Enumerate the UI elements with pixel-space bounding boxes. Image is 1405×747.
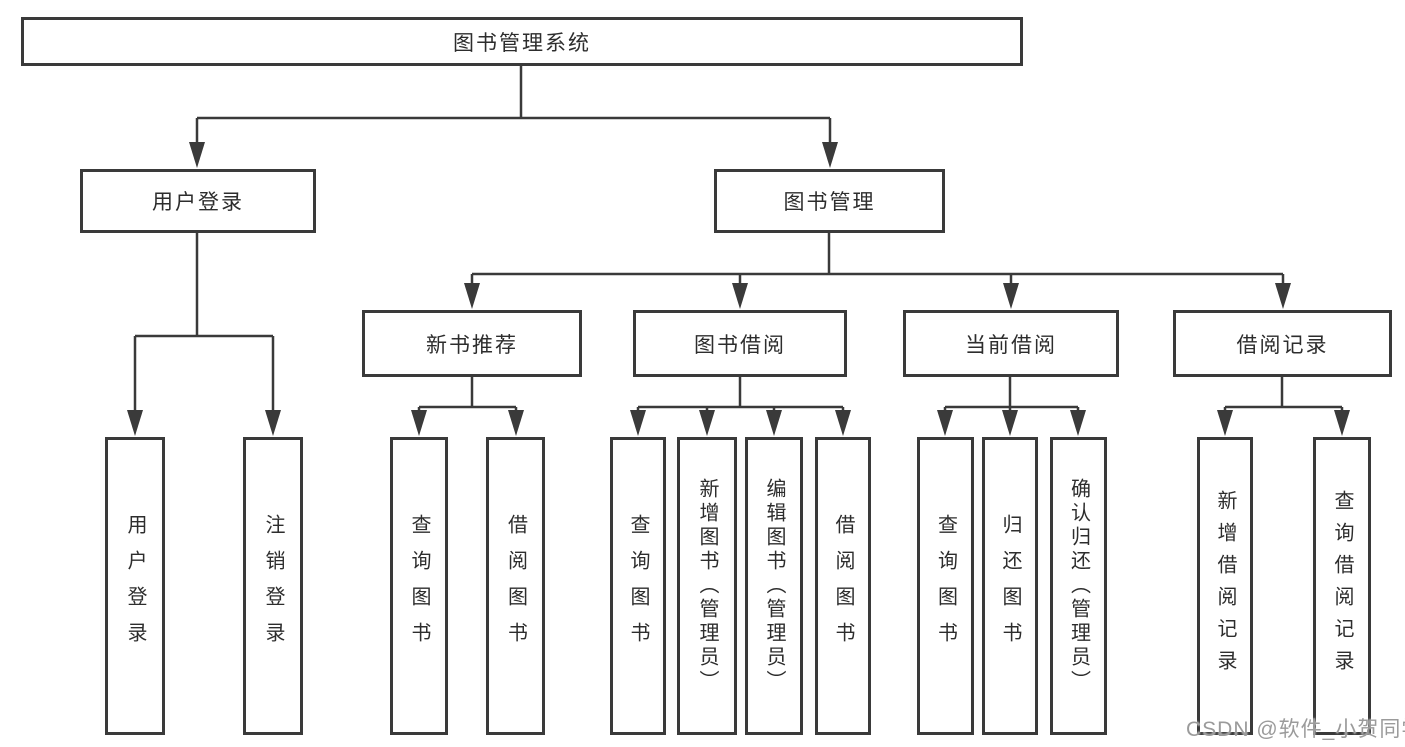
arrowhead-down [127, 410, 143, 436]
node-root-library-system: 图书管理系统 [21, 17, 1023, 66]
node-label: 当前借阅 [965, 333, 1057, 357]
node-label: 新增借阅记录 [1214, 490, 1236, 682]
arrowhead-down [937, 410, 953, 436]
node-label: 新增图书（管理员） [696, 478, 718, 694]
node-label: 图书管理 [783, 191, 876, 214]
node-label: 图书管理系统 [453, 31, 591, 55]
node-label: 借阅图书 [832, 514, 854, 658]
arrowhead-down [1003, 283, 1019, 309]
leaf-edit-books-admin: 编辑图书（管理员） [745, 437, 803, 735]
arrowhead-down [411, 410, 427, 436]
node-label: 归还图书 [999, 514, 1021, 658]
arrowhead-down [630, 410, 646, 436]
leaf-add-books-admin: 新增图书（管理员） [677, 437, 737, 735]
leaf-confirm-return-admin: 确认归还（管理员） [1050, 437, 1107, 735]
arrowhead-down [1217, 410, 1233, 436]
leaf-logout: 注销登录 [243, 437, 303, 735]
node-user-login: 用户登录 [80, 169, 316, 233]
node-label: 图书借阅 [694, 333, 786, 357]
arrowhead-down [732, 283, 748, 309]
csdn-watermark: CSDN @软件_小贺同学 [1186, 718, 1405, 741]
arrowhead-down [1002, 410, 1018, 436]
leaf-query-books: 查询图书 [917, 437, 974, 735]
node-label: 借阅图书 [504, 514, 527, 658]
arrowhead-down [766, 410, 782, 436]
node-label: 编辑图书（管理员） [763, 478, 785, 694]
node-label: 查询借阅记录 [1331, 490, 1353, 682]
node-new-book-recommend: 新书推荐 [362, 310, 582, 377]
node-borrowing-records: 借阅记录 [1173, 310, 1392, 377]
node-current-borrowing: 当前借阅 [903, 310, 1119, 377]
leaf-user-login: 用户登录 [105, 437, 165, 735]
arrowhead-down [464, 283, 480, 309]
leaf-borrow-books: 借阅图书 [486, 437, 545, 735]
node-label: 借阅记录 [1236, 333, 1329, 357]
node-label: 查询图书 [408, 514, 430, 658]
arrowhead-down [1070, 410, 1086, 436]
arrowhead-down [265, 410, 281, 436]
arrowhead-down [835, 410, 851, 436]
arrowhead-down [189, 142, 205, 168]
node-label: 用户登录 [124, 514, 146, 658]
arrowhead-down [699, 410, 715, 436]
arrowhead-down [1275, 283, 1291, 309]
node-label: 查询图书 [934, 514, 957, 658]
node-label: 用户登录 [152, 191, 244, 214]
node-book-borrowing: 图书借阅 [633, 310, 847, 377]
leaf-add-borrow-record: 新增借阅记录 [1197, 437, 1253, 735]
leaf-query-books: 查询图书 [390, 437, 448, 735]
leaf-return-books: 归还图书 [982, 437, 1038, 735]
node-book-management: 图书管理 [714, 169, 945, 233]
arrowhead-down [822, 142, 838, 168]
arrowhead-down [508, 410, 524, 436]
leaf-query-borrow-record: 查询借阅记录 [1313, 437, 1371, 735]
arrowhead-down [1334, 410, 1350, 436]
node-label: 查询图书 [627, 514, 649, 658]
leaf-borrow-books: 借阅图书 [815, 437, 871, 735]
node-label: 新书推荐 [426, 333, 518, 357]
leaf-query-books: 查询图书 [610, 437, 666, 735]
node-label: 注销登录 [262, 514, 284, 658]
node-label: 确认归还（管理员） [1067, 478, 1090, 694]
